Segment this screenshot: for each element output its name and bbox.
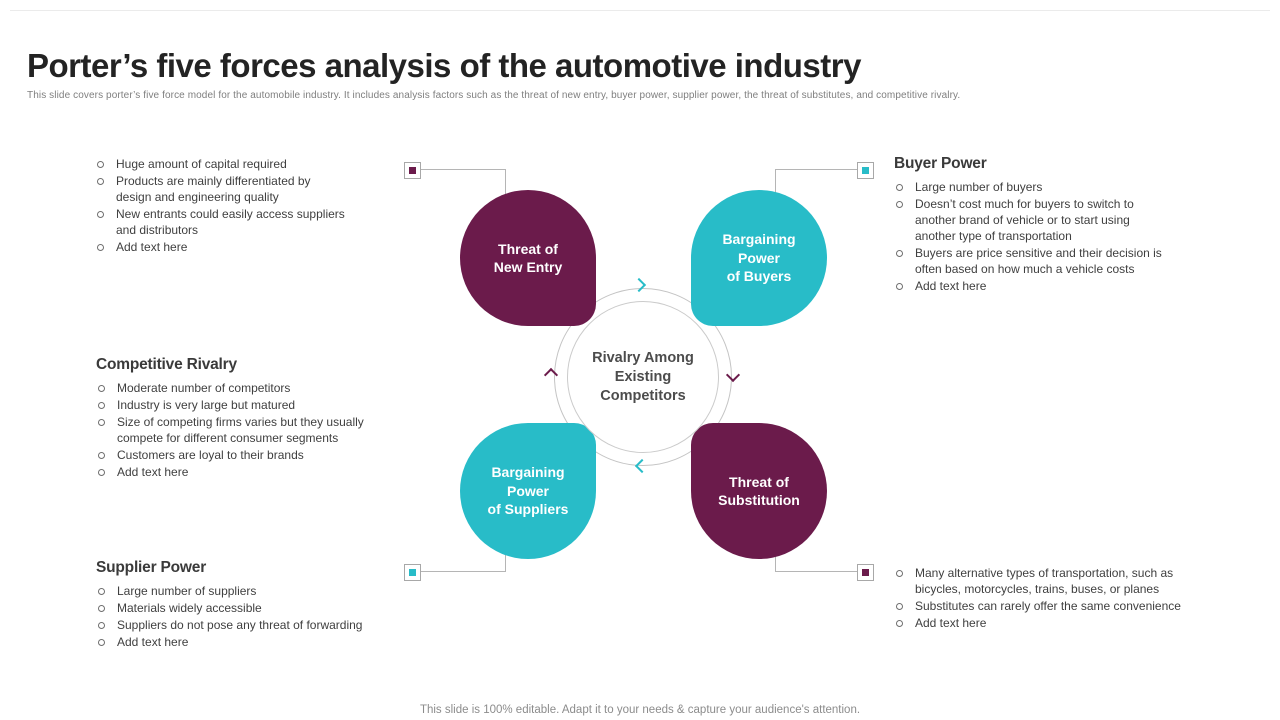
- connector-line: [775, 547, 776, 571]
- petal-bargaining-power-of-suppliers: Bargaining Power of Suppliers: [460, 423, 596, 559]
- substitution-bullet-block: Many alternative types of transportation…: [894, 565, 1234, 632]
- connector-marker-substitution: [857, 564, 874, 581]
- buyer-power-block: Buyer Power Large number of buyers Doesn…: [894, 155, 1224, 295]
- petal-threat-of-new-entry: Threat of New Entry: [460, 190, 596, 326]
- buyer-power-bullet-list: Large number of buyers Doesn’t cost much…: [894, 179, 1224, 294]
- list-item: Add text here: [95, 239, 415, 255]
- list-item: Doesn’t cost much for buyers to switch t…: [894, 196, 1224, 244]
- list-item: Suppliers do not pose any threat of forw…: [96, 617, 416, 633]
- supplier-power-block: Supplier Power Large number of suppliers…: [96, 559, 416, 651]
- center-label: Rivalry Among Existing Competitors: [592, 349, 694, 404]
- supplier-power-bullet-list: Large number of suppliers Materials wide…: [96, 583, 416, 650]
- connector-marker-suppliers: [404, 564, 421, 581]
- connector-line: [505, 169, 506, 196]
- list-item: Materials widely accessible: [96, 600, 416, 616]
- swatch-maroon: [409, 167, 416, 174]
- center-circle: Rivalry Among Existing Competitors: [567, 301, 719, 453]
- connector-marker-new-entry: [404, 162, 421, 179]
- competitive-rivalry-bullet-list: Moderate number of competitors Industry …: [96, 380, 426, 480]
- new-entry-bullet-list: Huge amount of capital required Products…: [95, 156, 415, 255]
- list-item: Add text here: [894, 615, 1234, 631]
- petal-threat-of-substitution: Threat of Substitution: [691, 423, 827, 559]
- list-item: Huge amount of capital required: [95, 156, 415, 172]
- substitution-bullet-list: Many alternative types of transportation…: [894, 565, 1234, 631]
- list-item: Large number of buyers: [894, 179, 1224, 195]
- list-item: Moderate number of competitors: [96, 380, 426, 396]
- list-item: Add text here: [894, 278, 1224, 294]
- list-item: Many alternative types of transportation…: [894, 565, 1234, 597]
- petal-label: Threat of Substitution: [718, 473, 800, 509]
- slide-top-border: [10, 10, 1270, 11]
- connector-line: [505, 546, 506, 571]
- list-item: Add text here: [96, 464, 426, 480]
- petal-label: Bargaining Power of Buyers: [722, 231, 796, 285]
- list-item: Industry is very large but matured: [96, 397, 426, 413]
- new-entry-bullet-block: Huge amount of capital required Products…: [95, 156, 415, 256]
- supplier-power-heading: Supplier Power: [96, 559, 207, 576]
- list-item: Add text here: [96, 634, 416, 650]
- footer-note: This slide is 100% editable. Adapt it to…: [419, 703, 861, 716]
- list-item: Buyers are price sensitive and their dec…: [894, 245, 1224, 277]
- swatch-maroon: [862, 569, 869, 576]
- petal-bargaining-power-of-buyers: Bargaining Power of Buyers: [691, 190, 827, 326]
- list-item: Customers are loyal to their brands: [96, 447, 426, 463]
- list-item: New entrants could easily access supplie…: [95, 206, 415, 238]
- connector-line: [775, 571, 857, 572]
- petal-label: Threat of New Entry: [493, 240, 563, 276]
- list-item: Size of competing firms varies but they …: [96, 414, 426, 446]
- connector-line: [775, 169, 857, 170]
- list-item: Products are mainly differentiated by de…: [95, 173, 415, 205]
- list-item: Large number of suppliers: [96, 583, 416, 599]
- swatch-teal: [409, 569, 416, 576]
- connector-marker-buyers: [857, 162, 874, 179]
- buyer-power-heading: Buyer Power: [894, 155, 987, 172]
- petal-label: Bargaining Power of Suppliers: [487, 464, 569, 518]
- competitive-rivalry-heading: Competitive Rivalry: [96, 356, 237, 373]
- competitive-rivalry-block: Competitive Rivalry Moderate number of c…: [96, 356, 426, 481]
- list-item: Substitutes can rarely offer the same co…: [894, 598, 1234, 614]
- page-subtitle: This slide covers porter’s five force mo…: [27, 90, 961, 101]
- cycle-ring: [554, 288, 732, 466]
- connector-line: [419, 169, 506, 170]
- page-title: Porter’s five forces analysis of the aut…: [27, 47, 861, 85]
- connector-line: [419, 571, 506, 572]
- swatch-teal: [862, 167, 869, 174]
- connector-line: [775, 169, 776, 195]
